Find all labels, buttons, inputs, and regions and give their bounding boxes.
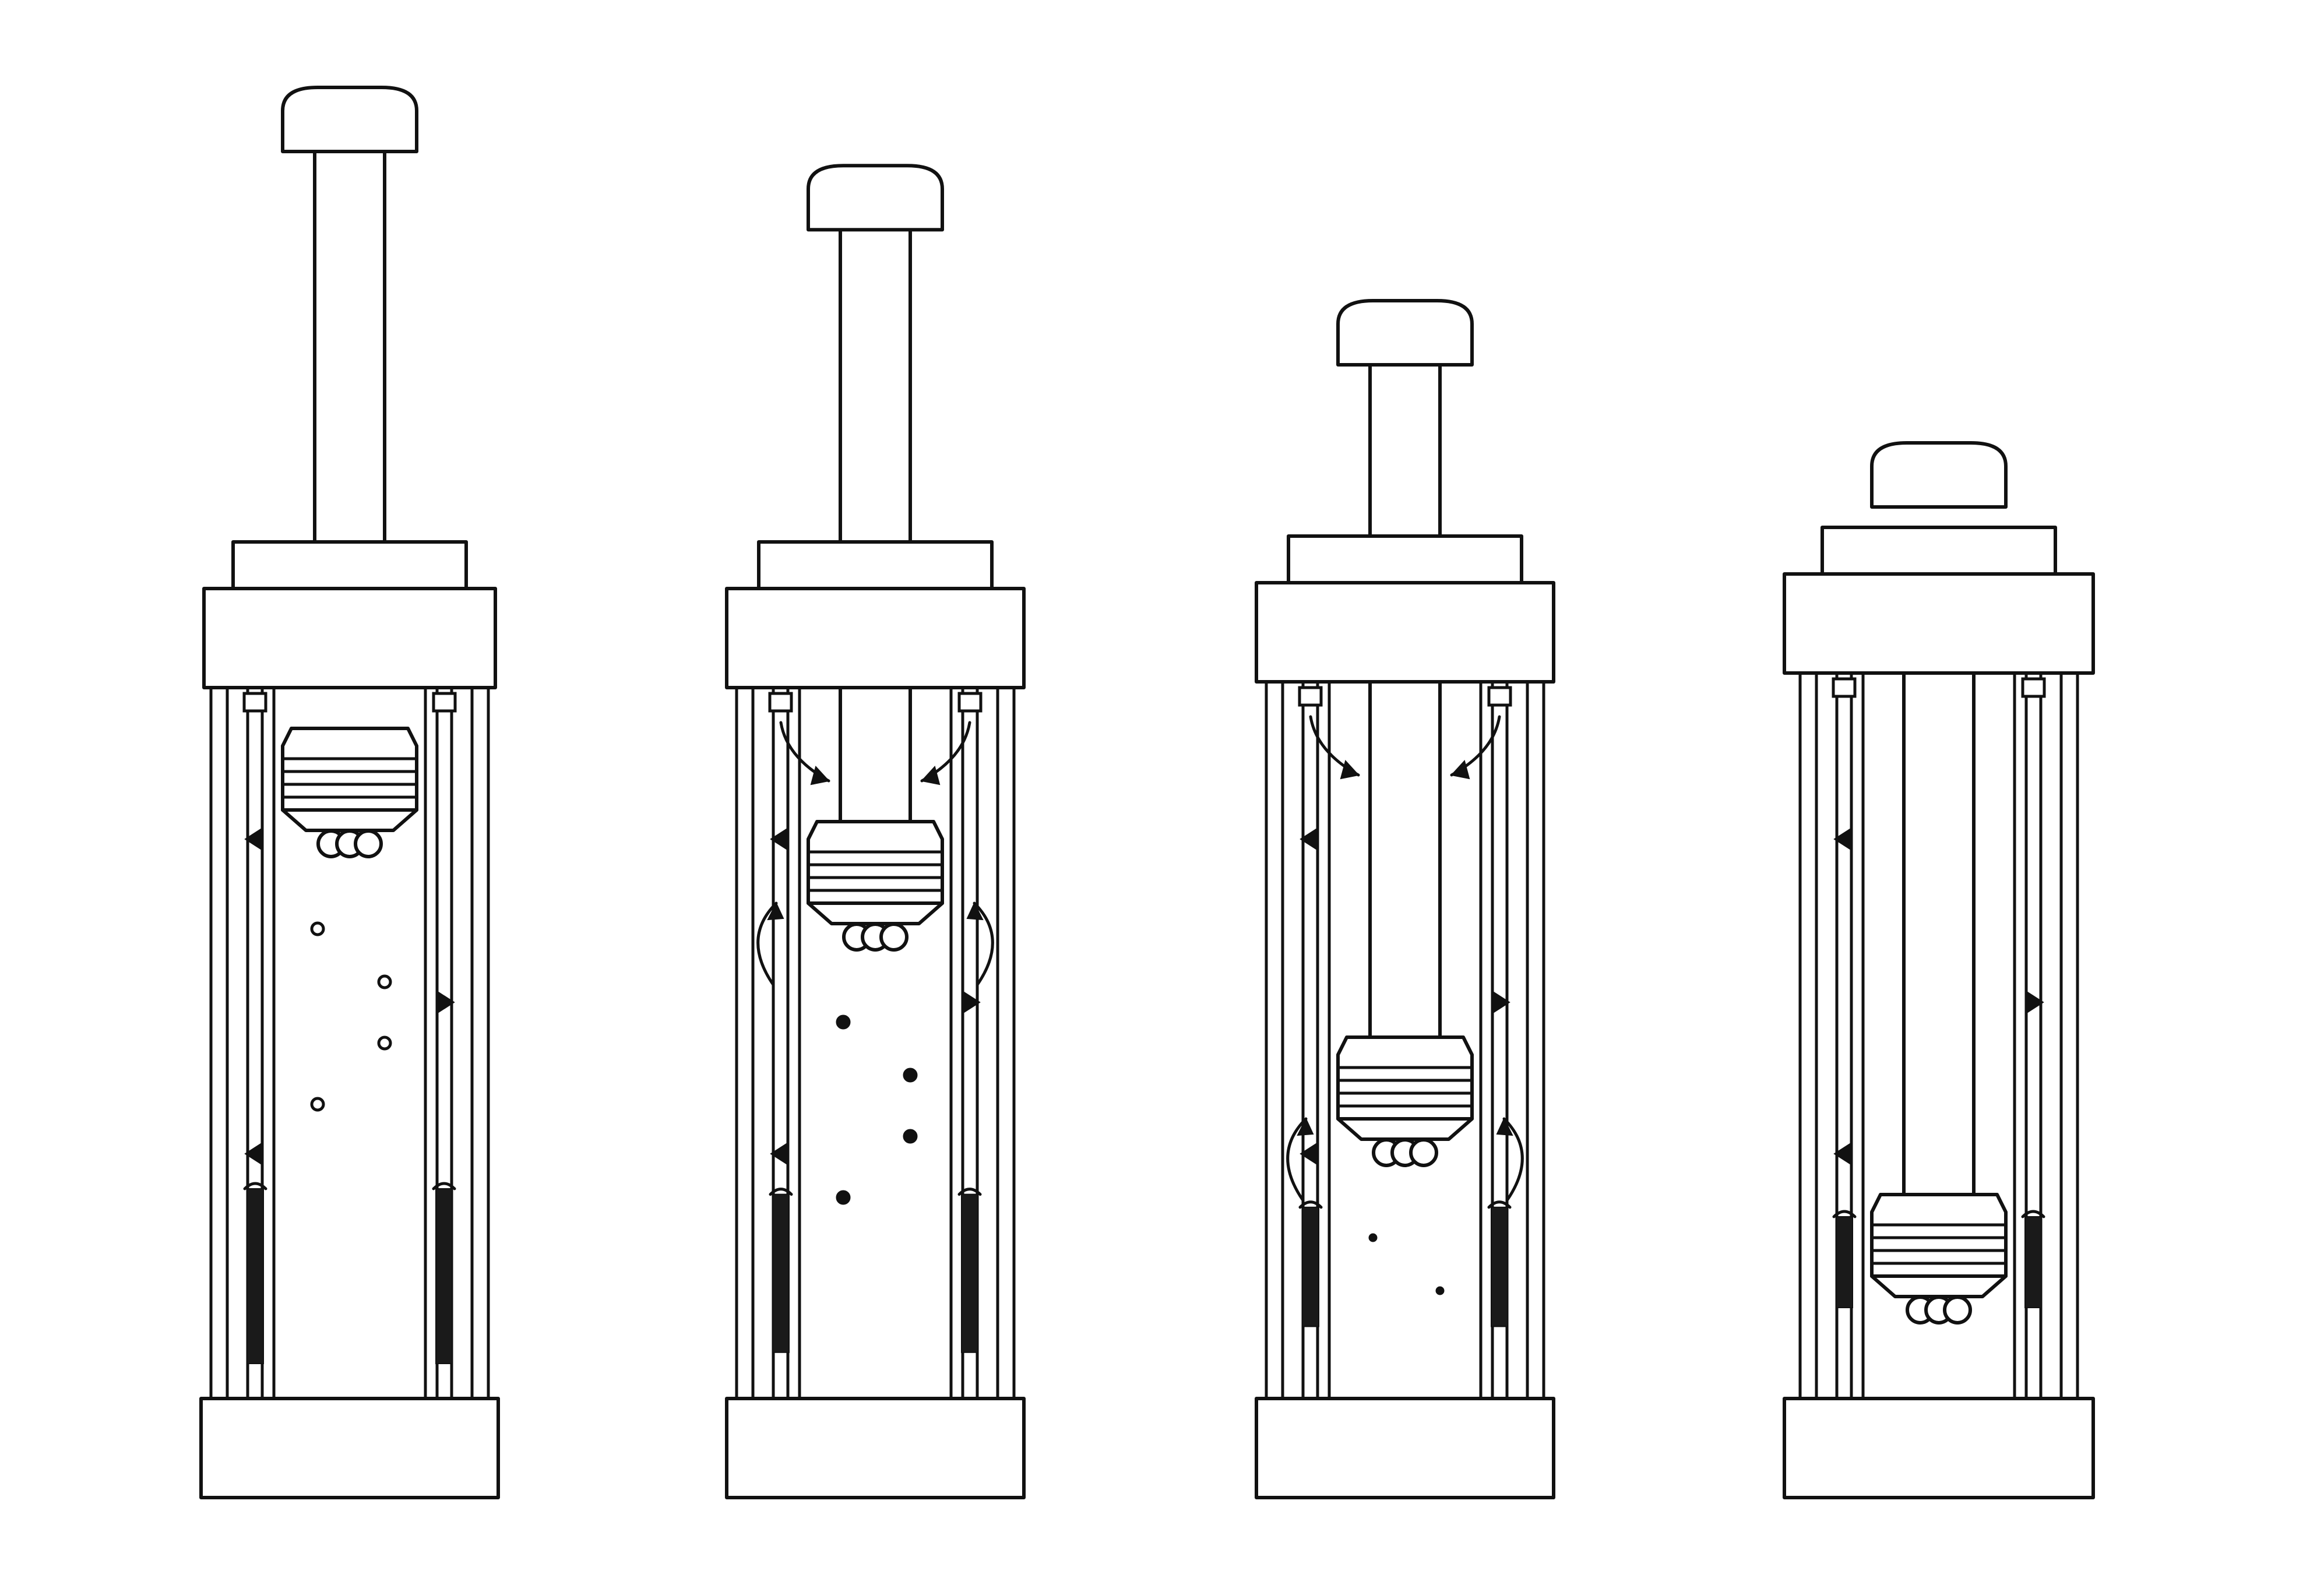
accumulator-cap: [1298, 1200, 1323, 1209]
accumulator-fill: [772, 1193, 790, 1353]
piston-flange: [1870, 1274, 2008, 1298]
accumulator-cap: [2021, 1210, 2045, 1218]
piston-flange: [1336, 1117, 1474, 1141]
base-block: [725, 1397, 1026, 1499]
stage-4: [1783, 441, 2095, 1499]
top-plate: [725, 587, 1026, 689]
valve-fitting: [242, 692, 267, 713]
fluid-bubble: [903, 1068, 918, 1083]
fluid-bubble: [1435, 1286, 1445, 1295]
top-plate: [1783, 572, 2095, 675]
flow-arrow: [1286, 1117, 1308, 1202]
piston-rod: [313, 147, 386, 546]
check-valve: [2025, 990, 2044, 1015]
flow-arrowhead: [810, 765, 830, 785]
base-block: [1255, 1397, 1555, 1499]
accumulator-fill: [247, 1188, 264, 1364]
piston-flange: [807, 901, 944, 925]
top-collar: [231, 540, 468, 590]
fluid-bubble: [310, 1097, 325, 1112]
stage-3: [1255, 299, 1555, 1499]
top-collar: [1821, 526, 2057, 576]
valve-ball: [1409, 1138, 1438, 1167]
flow-arrowhead: [767, 901, 784, 921]
valve-fitting: [957, 692, 983, 713]
fluid-bubble: [836, 1190, 851, 1205]
accumulator-cap: [1832, 1210, 1857, 1218]
check-valve: [436, 990, 455, 1015]
valve-fitting: [432, 692, 457, 713]
accumulator-fill: [435, 1188, 453, 1364]
check-valve: [1491, 990, 1510, 1015]
flow-arrowhead: [1340, 759, 1360, 780]
fluid-bubble: [1368, 1233, 1378, 1242]
valve-fitting: [1832, 677, 1857, 698]
accumulator-cap: [432, 1182, 456, 1190]
valve-fitting: [2021, 677, 2046, 698]
check-valve: [770, 827, 789, 851]
check-valve: [1300, 1142, 1319, 1166]
valve-ball: [879, 922, 909, 952]
piston-flange: [281, 808, 418, 832]
check-valve: [1300, 827, 1319, 851]
valve-fitting: [1298, 686, 1323, 707]
stages-root: [199, 86, 2095, 1499]
valve-ball: [354, 829, 383, 858]
top-plate: [202, 587, 497, 689]
stage-2: [725, 164, 1026, 1499]
check-valve: [244, 827, 263, 851]
inner-rod: [839, 686, 912, 823]
check-valve: [1833, 1142, 1853, 1166]
fluid-bubble: [377, 1035, 392, 1051]
accumulator-fill: [961, 1193, 978, 1353]
top-plate: [1255, 581, 1555, 684]
rod-end-cap: [807, 164, 944, 232]
top-collar: [1287, 534, 1523, 584]
check-valve: [770, 1142, 789, 1166]
fluid-bubble: [903, 1129, 918, 1144]
check-valve: [1833, 827, 1853, 851]
accumulator-fill: [1302, 1206, 1319, 1327]
accumulator-cap: [1487, 1200, 1512, 1209]
top-collar: [757, 540, 994, 590]
base-block: [199, 1397, 500, 1499]
flow-arrowhead: [921, 765, 941, 785]
inner-rod: [1902, 671, 1976, 1196]
flow-arrowhead: [1496, 1117, 1513, 1136]
flow-arrow: [973, 901, 994, 987]
rod-end-cap: [1870, 441, 2008, 509]
flow-arrowhead: [966, 901, 984, 921]
valve-fitting: [768, 692, 793, 713]
accumulator-cap: [243, 1182, 267, 1190]
base-block: [1783, 1397, 2095, 1499]
accumulator-cap: [769, 1188, 793, 1196]
flow-arrowhead: [1297, 1117, 1314, 1136]
fluid-bubble: [310, 921, 325, 936]
check-valve: [244, 1142, 263, 1166]
flow-arrow: [756, 901, 778, 987]
rod-end-cap: [1336, 299, 1474, 367]
inner-rod: [1368, 680, 1442, 1039]
accumulator-fill: [1836, 1216, 1853, 1308]
fluid-bubble: [377, 974, 392, 989]
accumulator-fill: [2024, 1216, 2042, 1308]
piston-rod: [839, 226, 912, 546]
valve-fitting: [1487, 686, 1512, 707]
accumulator-fill: [1491, 1206, 1508, 1327]
flow-arrowhead: [1450, 759, 1470, 780]
fluid-bubble: [836, 1015, 851, 1030]
valve-ball: [1943, 1295, 1972, 1325]
stage-1: [199, 86, 500, 1499]
check-valve: [962, 990, 981, 1015]
accumulator-cap: [957, 1188, 982, 1196]
flow-arrow: [1502, 1117, 1524, 1202]
piston-rod: [1368, 361, 1442, 540]
rod-end-cap: [281, 86, 418, 153]
